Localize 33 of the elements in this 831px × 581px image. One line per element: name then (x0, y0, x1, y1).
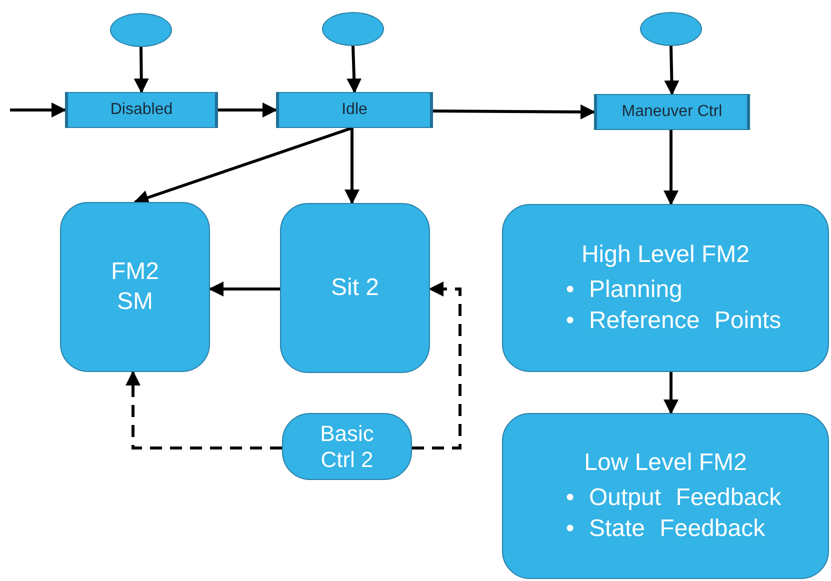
arrow (664, 372, 678, 414)
rounded-box (502, 204, 829, 372)
rounded-box (60, 202, 210, 372)
bullet-item: • State Feedback (566, 514, 766, 544)
process-box (65, 92, 218, 128)
node-label: FM2 SM (110, 257, 160, 317)
arrow (344, 128, 360, 204)
rounded-box (280, 203, 430, 373)
node-label: Basic Ctrl 2 (319, 421, 375, 472)
arrow (664, 46, 680, 96)
node-label: Idle (342, 101, 368, 119)
process-box (594, 94, 750, 130)
bullet-item: • Reference Points (566, 306, 782, 336)
arrow (433, 104, 596, 120)
bullet-item: • Planning (566, 274, 684, 305)
node-label: Sit 2 (330, 273, 380, 303)
arrow (346, 46, 362, 94)
bullet-item: • Output Feedback (566, 482, 782, 513)
process-box (276, 92, 433, 128)
node-label: High Level FM2 (581, 240, 750, 270)
arrow (208, 282, 280, 296)
node-label: Low Level FM2 (584, 448, 747, 478)
arrow (134, 46, 149, 94)
arrow (126, 370, 282, 450)
arrow (664, 130, 678, 206)
arrow (10, 102, 66, 118)
arrow (412, 282, 462, 450)
rounded-box (502, 413, 829, 579)
arrow (134, 126, 352, 205)
arrow (218, 102, 278, 118)
node-label: Maneuver Ctrl (622, 103, 722, 121)
rounded-box (282, 413, 412, 480)
node-label: Disabled (110, 101, 173, 119)
